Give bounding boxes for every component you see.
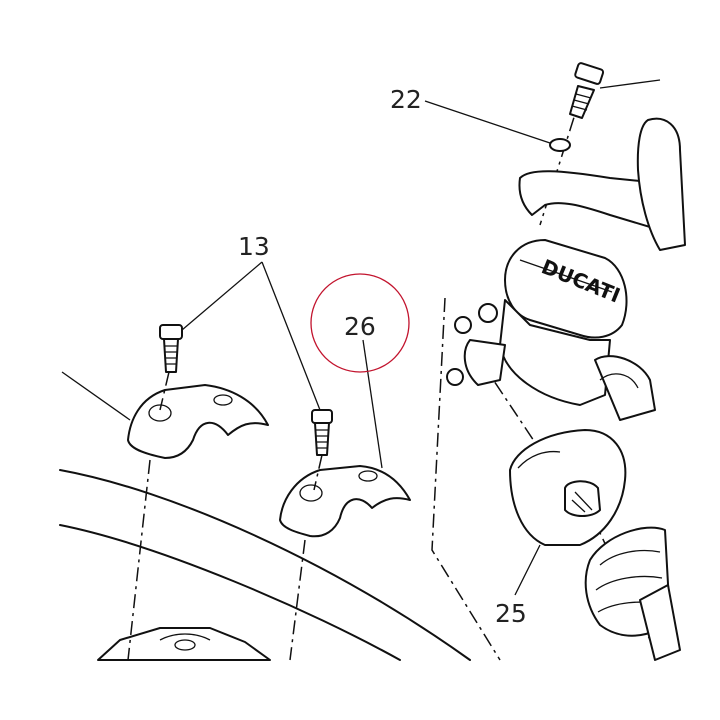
brake-master-cylinder: DUCATI [446,239,656,421]
clamp-half-right [279,465,411,538]
handlebar-grip [584,526,681,661]
callout-25: 25 [495,599,527,628]
bolt-top [569,62,661,119]
throttle-housing [509,429,627,546]
callout-13: 13 [238,232,270,261]
washer [549,138,571,152]
bolt-right [311,409,333,456]
callout-26: 26 [344,312,376,341]
callout-highlight-circle [310,273,410,373]
brake-lever [518,117,686,251]
callout-22: 22 [390,85,422,114]
lower-clamp-bracket [97,627,271,661]
clamp-half-left [127,384,269,459]
callout-leaders [181,100,551,596]
handlebar-outline [59,469,471,661]
bolt-left [159,324,183,373]
clamp-leader-line [61,371,131,421]
